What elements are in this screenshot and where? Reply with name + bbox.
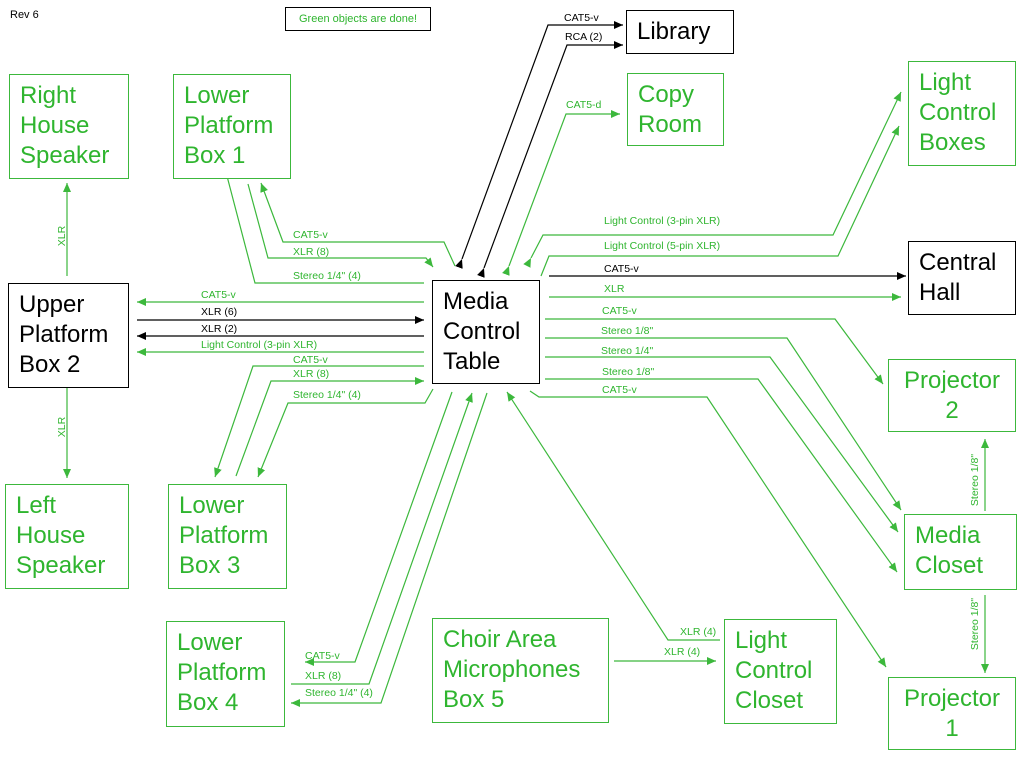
label-lp4-stereo: Stereo 1/4" (4)	[305, 687, 373, 699]
conn-light-ctrl-3pin	[523, 91, 902, 268]
label-lp1-cat5v: CAT5-v	[293, 229, 328, 241]
label-lhs-xlr: XLR	[56, 416, 69, 438]
conn-lp4-xlr8	[291, 392, 473, 685]
revision-label: Rev 6	[10, 9, 39, 21]
label-light-ctrl-3pin: Light Control (3-pin XLR)	[604, 215, 721, 227]
label-library-cat5v: CAT5-v	[564, 12, 599, 24]
node-light-control-boxes: Light Control Boxes	[908, 61, 1016, 166]
label-lp1-xlr8: XLR (8)	[293, 246, 330, 258]
conn-closet-stereo18b	[545, 378, 898, 573]
conn-lp3-cat5v	[214, 365, 424, 478]
label-lp3-cat5v: CAT5-v	[293, 354, 328, 366]
conn-lcc-xlr4a	[506, 391, 720, 641]
conn-lp3-stereo	[257, 388, 434, 478]
node-right-house-speaker: Right House Speaker	[9, 74, 129, 179]
node-lower-platform-3: Lower Platform Box 3	[168, 484, 287, 589]
node-central-hall: Central Hall	[908, 241, 1016, 315]
conn-closet-stereo18a	[545, 337, 902, 511]
label-library-rca: RCA (2)	[565, 31, 603, 43]
node-media-closet: Media Closet	[904, 514, 1017, 590]
label-central-xlr: XLR	[604, 283, 625, 295]
node-library: Library	[626, 10, 734, 54]
conn-proj1-cat5v	[529, 390, 887, 668]
label-up2-xlr6: XLR (6)	[201, 306, 238, 318]
label-rhs-xlr: XLR	[56, 225, 69, 247]
conn-closet-stereo14	[545, 356, 899, 533]
conn-lp3-xlr8	[235, 377, 424, 477]
node-projector-1: Projector 1	[888, 677, 1016, 750]
label-lp4-xlr8: XLR (8)	[305, 670, 342, 682]
label-proj2-stereo: Stereo 1/8"	[969, 453, 982, 507]
label-up2-cat5v: CAT5-v	[201, 289, 236, 301]
node-upper-platform-2: Upper Platform Box 2	[8, 283, 129, 388]
label-lcc-xlr4a: XLR (4)	[680, 626, 717, 638]
node-media-control-table: Media Control Table	[432, 280, 540, 384]
node-copy-room: Copy Room	[627, 73, 724, 146]
label-lp4-cat5v: CAT5-v	[305, 650, 340, 662]
conn-light-ctrl-5pin	[540, 125, 900, 277]
legend-note: Green objects are done!	[285, 7, 431, 31]
label-proj2-cat5v: CAT5-v	[602, 305, 637, 317]
label-proj1-cat5v: CAT5-v	[602, 384, 637, 396]
conn-lp4-cat5v	[305, 391, 453, 666]
label-closet-stereo18b: Stereo 1/8"	[602, 366, 655, 378]
conn-lp1-xlr8	[247, 183, 434, 268]
conn-lp4-stereo	[291, 392, 488, 707]
label-proj1-stereo: Stereo 1/8"	[969, 597, 982, 651]
label-lcc-xlr4b: XLR (4)	[664, 646, 701, 658]
conn-lp1-cat5v	[260, 182, 456, 267]
label-closet-stereo14: Stereo 1/4"	[601, 345, 654, 357]
label-central-cat5v: CAT5-v	[604, 263, 639, 275]
node-left-house-speaker: Left House Speaker	[5, 484, 129, 589]
label-lp3-xlr8: XLR (8)	[293, 368, 330, 380]
label-light-ctrl-5pin: Light Control (5-pin XLR)	[604, 240, 721, 252]
label-lp1-stereo: Stereo 1/4" (4)	[293, 270, 361, 282]
node-choir-area: Choir Area Microphones Box 5	[432, 618, 609, 723]
label-up2-xlr2: XLR (2)	[201, 323, 238, 335]
conn-lp1-stereo	[220, 156, 424, 284]
conn-proj2-cat5v	[545, 318, 884, 385]
conn-library-cat5v	[455, 21, 623, 269]
node-lower-platform-1: Lower Platform Box 1	[173, 74, 291, 179]
node-light-control-closet: Light Control Closet	[724, 619, 837, 724]
label-copy-room-cat5d: CAT5-d	[566, 99, 602, 111]
node-projector-2: Projector 2	[888, 359, 1016, 432]
node-lower-platform-4: Lower Platform Box 4	[166, 621, 285, 727]
label-up2-light: Light Control (3-pin XLR)	[201, 339, 318, 351]
label-closet-stereo18a: Stereo 1/8"	[601, 325, 654, 337]
label-lp3-stereo: Stereo 1/4" (4)	[293, 389, 361, 401]
